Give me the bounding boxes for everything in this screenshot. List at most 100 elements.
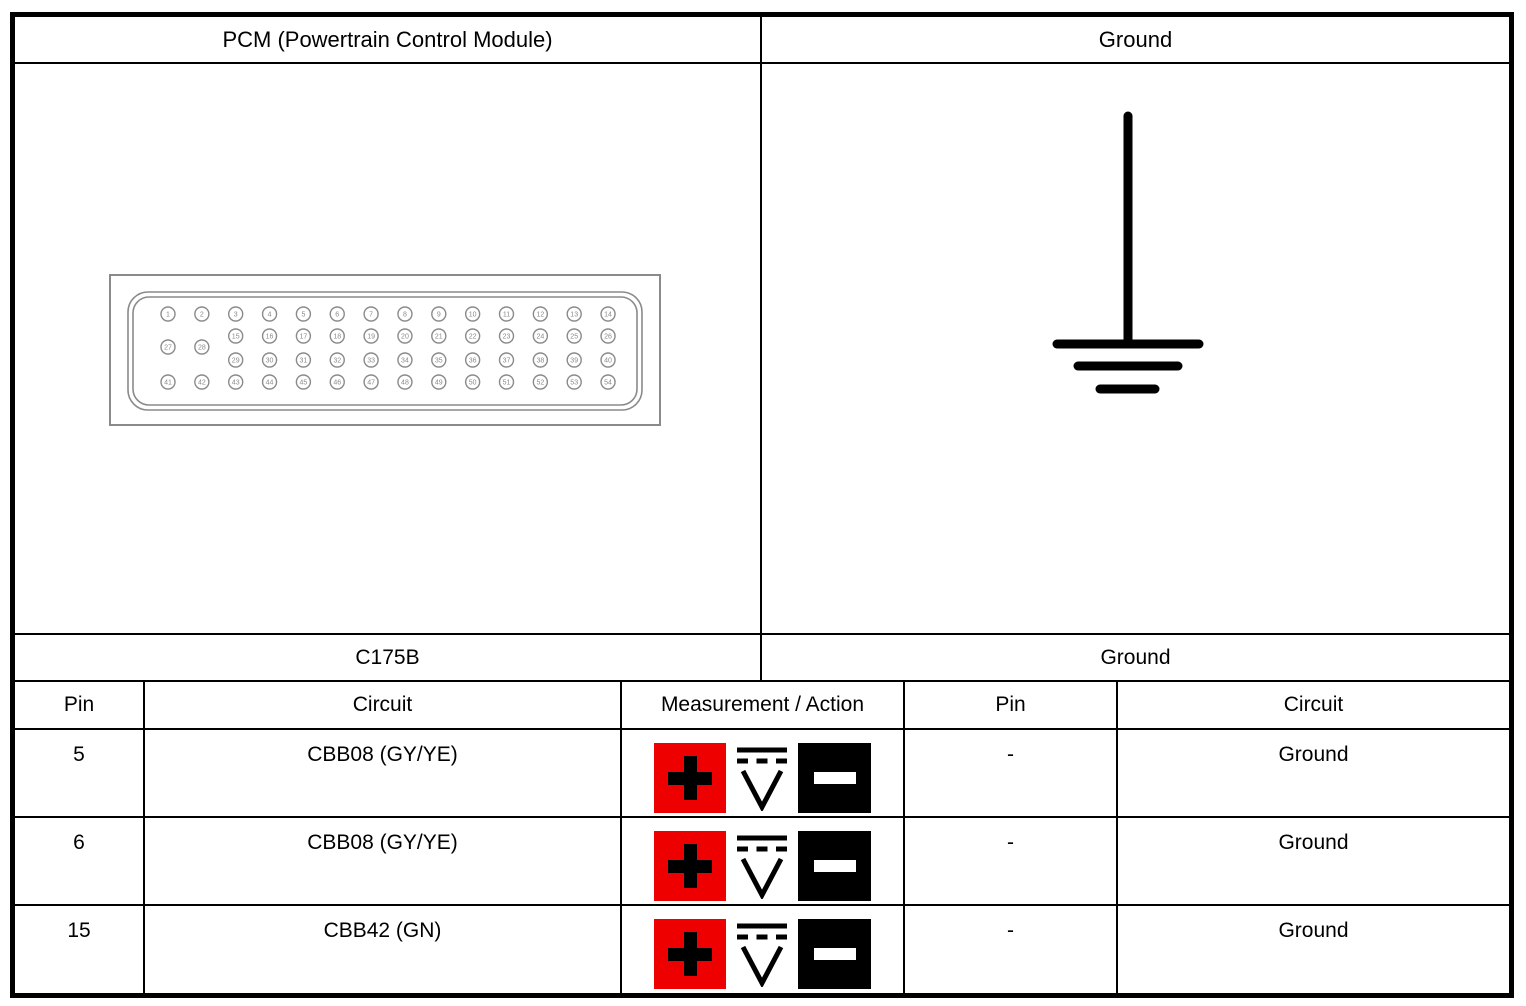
column-header-ground-circuit: Circuit (1283, 693, 1344, 716)
connector-pin-number: 37 (503, 357, 511, 364)
connector-pin (227, 374, 244, 390)
top-header-row: PCM (Powertrain Control Module) Ground (15, 17, 1509, 64)
connector-pin (600, 306, 616, 322)
pcm-header-cell: PCM (Powertrain Control Module) (15, 17, 762, 62)
connector-pin (566, 328, 582, 344)
connector-pin-number: 18 (333, 333, 341, 340)
connector-pin-number: 13 (570, 311, 578, 318)
connector-pin-number: 15 (232, 333, 240, 340)
connector-pin-number: 26 (604, 333, 612, 340)
connector-pin-number: 6 (335, 311, 339, 318)
connector-pin (600, 374, 616, 390)
circuit-value: CBB08 (GY/YE) (145, 730, 622, 816)
connector-pin-number: 53 (570, 379, 578, 386)
connector-pin-number: 14 (604, 311, 612, 318)
connector-pin-number: 9 (437, 311, 441, 318)
connector-pin (464, 306, 481, 322)
connector-pin (329, 374, 345, 390)
connector-pin-number: 40 (604, 357, 612, 364)
connector-pin (194, 374, 210, 390)
connector-pin-number: 44 (266, 379, 274, 386)
connector-pin (160, 306, 176, 322)
connector-pin-number: 29 (232, 357, 240, 364)
circuit-value: CBB42 (GN) (145, 906, 622, 993)
connector-pin (227, 328, 244, 344)
positive-lead-icon (654, 831, 726, 901)
negative-lead-icon (798, 831, 871, 901)
plus-vertical-bar (683, 932, 697, 976)
column-header-measurement: Measurement / Action (622, 682, 905, 728)
connector-pin-number: 16 (266, 333, 274, 340)
connector-pin-number: 51 (503, 379, 511, 386)
connector-pin-number: 25 (570, 333, 578, 340)
connector-pin (194, 306, 210, 322)
connector-pin (464, 352, 481, 368)
measurement-cell (622, 906, 905, 993)
connector-pin (397, 374, 413, 390)
connector-pin (397, 306, 413, 322)
connector-pin-number: 28 (198, 344, 206, 351)
dc-voltmeter-icon (734, 743, 790, 813)
connector-pin-number: 17 (300, 333, 308, 340)
measurement-icon-group (654, 919, 871, 989)
dc-voltmeter-icon (734, 919, 790, 989)
connector-pin (431, 306, 447, 322)
section-label-row: C175B Ground (15, 635, 1509, 682)
connector-pin (464, 374, 481, 390)
connector-pin-number: 7 (369, 311, 373, 318)
pin-value: 5 (15, 730, 145, 816)
connector-pin (431, 374, 447, 390)
connector-pin (566, 306, 582, 322)
connector-pin-number: 54 (604, 379, 612, 386)
connector-pin-number: 2 (200, 311, 204, 318)
measurement-icon-group (654, 831, 871, 901)
connector-pin-number: 33 (367, 357, 375, 364)
connector-pin-number: 42 (198, 379, 206, 386)
connector-pin-number: 46 (333, 379, 341, 386)
connector-pin-number: 43 (232, 379, 240, 386)
connector-pin-number: 23 (503, 333, 511, 340)
ground-title: Ground (1098, 26, 1173, 52)
connector-pin-number: 31 (300, 357, 308, 364)
connector-pin-number: 32 (333, 357, 341, 364)
plus-vertical-bar (683, 844, 697, 888)
connector-pin-number: 4 (268, 311, 272, 318)
connector-pin-number: 20 (401, 333, 409, 340)
connector-pin (261, 374, 278, 390)
connector-pin (532, 306, 549, 322)
connector-pin (397, 352, 413, 368)
table-row: 5 CBB08 (GY/YE) - (15, 730, 1509, 818)
column-header-pin: Pin (15, 682, 145, 728)
connector-pin (295, 352, 312, 368)
connector-pin-number: 5 (301, 311, 305, 318)
connector-pin-number: 10 (469, 311, 477, 318)
circuit-value: CBB08 (GY/YE) (145, 818, 622, 904)
connector-pin-number: 24 (536, 333, 544, 340)
ground-circuit-value: Ground (1278, 919, 1349, 942)
connector-label-cell: C175B (15, 635, 762, 680)
connector-pin-number: 39 (570, 357, 578, 364)
connector-pin (160, 374, 176, 390)
connector-pin-number: 52 (536, 379, 544, 386)
column-header-circuit: Circuit (145, 682, 622, 728)
ground-circuit-value: Ground (1278, 831, 1349, 854)
connector-pin (227, 352, 244, 368)
ground-label-cell: Ground (762, 635, 1509, 680)
connector-pin-number: 48 (401, 379, 409, 386)
connector-pin-number: 27 (164, 344, 172, 351)
connector-pin (464, 328, 481, 344)
connector-pin-number: 50 (469, 379, 477, 386)
column-header-row: Pin Circuit Measurement / Action Pin Cir… (15, 682, 1509, 730)
connector-pin (498, 328, 515, 344)
measurement-cell (622, 730, 905, 816)
connector-pin (329, 352, 345, 368)
connector-pin-number: 11 (503, 311, 510, 318)
connector-pin (498, 374, 515, 390)
connector-pin (566, 374, 582, 390)
connector-label: C175B (355, 645, 420, 669)
connector-pin-number: 47 (367, 379, 375, 386)
connector-pin-number: 34 (401, 357, 409, 364)
connector-pin (363, 306, 379, 322)
